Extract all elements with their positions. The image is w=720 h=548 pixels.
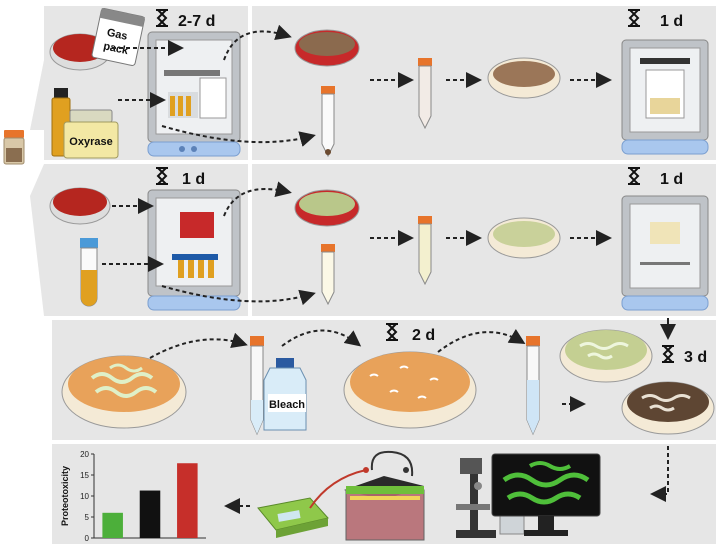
timer-row2-icon xyxy=(156,167,168,185)
chart-y-tick-label: 20 xyxy=(80,450,89,459)
timer-row3-icon xyxy=(386,323,398,341)
proteotoxicity-bar-chart: 0 5 10 15 20 Proteotoxicity xyxy=(60,450,206,543)
worm-plate-large-icon xyxy=(61,355,187,429)
conical-tube-icon xyxy=(418,58,432,130)
bleach-label: Bleach xyxy=(269,399,305,411)
timer-row2-final-icon xyxy=(628,167,640,185)
red-agar-plate-icon xyxy=(49,187,111,225)
timer-row1-icon xyxy=(156,9,168,27)
gas-pack-label-2: pack xyxy=(102,40,130,57)
chart-y-label: Proteotoxicity xyxy=(60,466,70,526)
conical-tube-icon xyxy=(418,216,432,286)
oxyrase-bottle-icon: Oxyrase xyxy=(63,109,119,159)
incubator-icon xyxy=(621,39,709,155)
shaking-incubator-icon xyxy=(147,189,241,311)
chart-bar xyxy=(177,463,198,538)
conical-tube-icon xyxy=(321,244,335,306)
brown-lawn-plate-icon xyxy=(487,57,561,99)
stock-jar-icon xyxy=(3,130,25,165)
conical-tube-icon xyxy=(526,336,540,436)
green-worm-plate-icon xyxy=(559,329,653,383)
bleach-bottle-icon: Bleach xyxy=(263,358,307,431)
chart-bar xyxy=(139,490,161,538)
timer-row2-final-text: 1 d xyxy=(660,171,683,188)
svg-text:Gas pack: Gas pack xyxy=(102,27,133,58)
chart-y-tick-label: 10 xyxy=(80,492,89,501)
chart-y-tick-label: 15 xyxy=(80,471,89,480)
green-lawn-plate-icon xyxy=(294,189,360,227)
brown-lawn-plate-icon xyxy=(294,29,360,67)
anaerobic-incubator-icon xyxy=(147,31,241,157)
incubator-icon xyxy=(621,195,709,311)
timer-row1-final-icon xyxy=(628,9,640,27)
chart-y-tick-label: 0 xyxy=(85,534,90,543)
timer-row2-text: 1 d xyxy=(182,171,205,188)
conical-tube-icon xyxy=(321,86,335,158)
timer-row3-plate-text: 3 d xyxy=(684,349,707,366)
green-lawn-plate-icon xyxy=(487,217,561,259)
power-cable xyxy=(309,469,367,509)
timer-row1-final-text: 1 d xyxy=(660,13,683,30)
gas-pack-icon: Gas pack xyxy=(91,7,145,66)
chart-bar xyxy=(102,512,123,538)
oxyrase-label: Oxyrase xyxy=(69,136,112,148)
flow-arrows xyxy=(102,24,669,514)
conical-tube-icon xyxy=(250,336,264,436)
monitor-icon xyxy=(491,453,601,536)
timer-row1-text: 2-7 d xyxy=(178,13,215,30)
culture-tube-icon xyxy=(80,238,98,307)
worm-plate-large-icon xyxy=(343,351,477,429)
microscope-icon xyxy=(456,458,525,538)
timer-row3-plate-icon xyxy=(662,345,674,363)
gas-pack-label-1: Gas xyxy=(106,27,129,43)
timer-row3-text: 2 d xyxy=(412,327,435,344)
brown-worm-plate-icon xyxy=(621,381,715,435)
gel-electrophoresis-icon xyxy=(344,450,425,541)
chart-y-tick-label: 5 xyxy=(85,513,90,522)
